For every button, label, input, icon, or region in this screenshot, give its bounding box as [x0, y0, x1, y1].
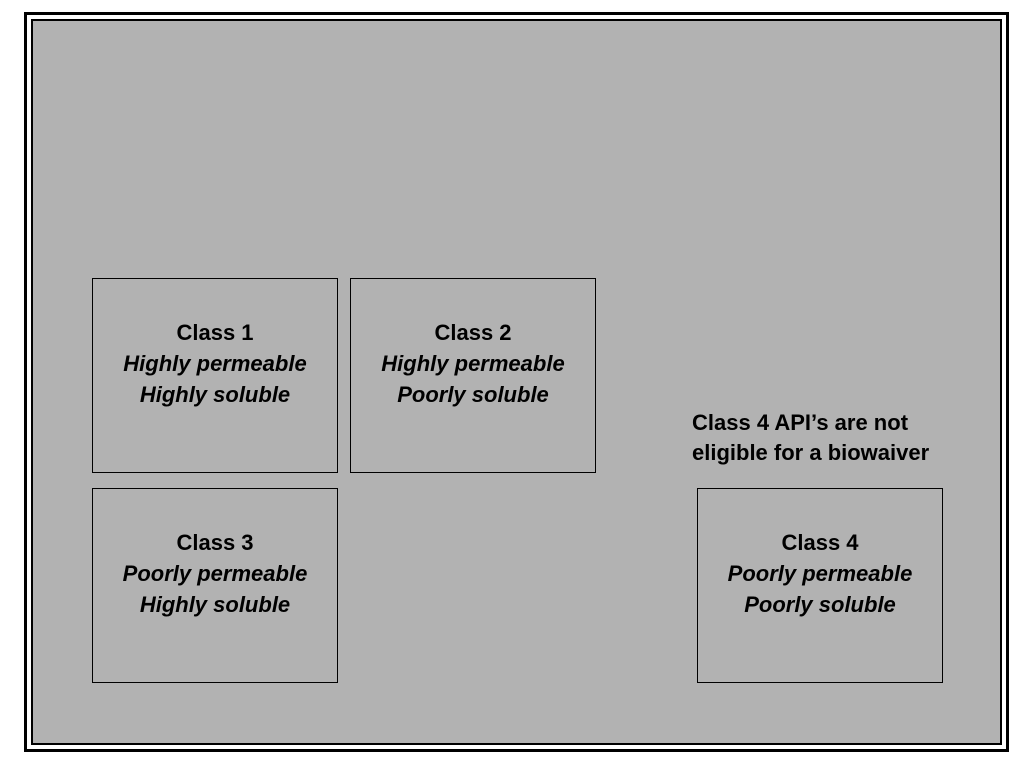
class-4-solubility: Poorly soluble — [744, 592, 896, 617]
class-2-permeability: Highly permeable — [381, 351, 565, 376]
class-3-solubility: Highly soluble — [139, 592, 291, 617]
class-3-title: Class 3 — [176, 530, 254, 555]
class-2-box: Class 2 Highly permeable Poorly soluble — [350, 278, 596, 473]
biowaiver-note-line-2: eligible for a biowaiver — [692, 440, 930, 465]
class-1-box: Class 1 Highly permeable Highly soluble — [92, 278, 338, 473]
biowaiver-note-line-1: Class 4 API’s are not — [692, 410, 909, 435]
class-3-box: Class 3 Poorly permeable Highly soluble — [92, 488, 338, 683]
class-4-permeability: Poorly permeable — [727, 561, 913, 586]
class-1-solubility: Highly soluble — [139, 382, 291, 407]
class-2-title: Class 2 — [434, 320, 512, 345]
class-1-title: Class 1 — [176, 320, 254, 345]
class-4-title: Class 4 — [781, 530, 859, 555]
class-4-box: Class 4 Poorly permeable Poorly soluble — [697, 488, 943, 683]
class-1-permeability: Highly permeable — [123, 351, 307, 376]
biowaiver-note: Class 4 API’s are not eligible for a bio… — [692, 408, 929, 468]
class-3-permeability: Poorly permeable — [122, 561, 308, 586]
class-2-solubility: Poorly soluble — [397, 382, 549, 407]
